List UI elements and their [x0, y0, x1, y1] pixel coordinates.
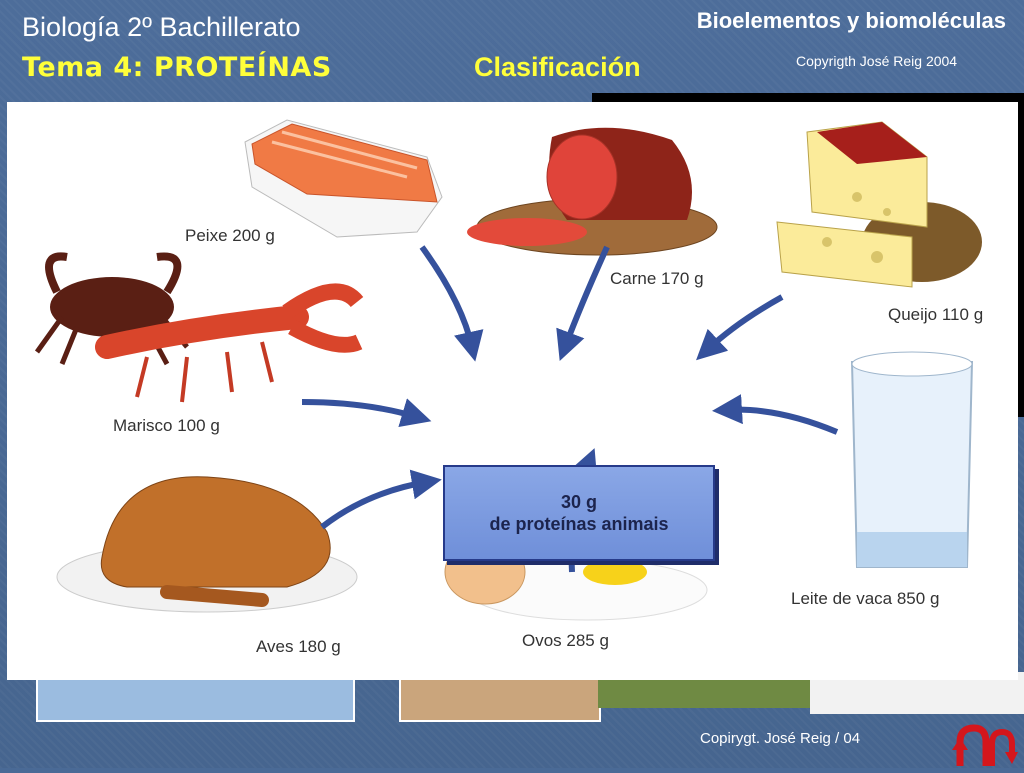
- label-cheese: Queijo 110 g: [888, 305, 984, 324]
- return-navigation-button[interactable]: [952, 724, 1018, 768]
- milk-glass-icon: [850, 351, 974, 568]
- crab-icon: [34, 252, 189, 366]
- protein-total-amount: 30 g: [560, 492, 598, 512]
- chicken-icon: [56, 476, 358, 613]
- topic-title: Bioelementos y biomoléculas: [696, 8, 1006, 33]
- copyright-note: Copyrigth José Reig 2004: [796, 53, 958, 69]
- label-poultry: Aves 180 g: [256, 637, 341, 656]
- protein-total-caption: de proteínas animais: [489, 514, 669, 534]
- lobster-icon: [95, 283, 364, 403]
- salmon-icon: [244, 119, 443, 238]
- lesson-title: Tema 4: PROTEÍNAS: [22, 52, 332, 83]
- label-milk: Leite de vaca 850 g: [791, 589, 940, 608]
- label-meat: Carne 170 g: [610, 269, 704, 288]
- meat-icon: [467, 127, 718, 256]
- label-seafood: Marisco 100 g: [113, 416, 220, 435]
- label-eggs: Ovos 285 g: [522, 631, 609, 650]
- background-photo-hands: [399, 672, 601, 722]
- protein-total-box: 30 g de proteínas animais: [443, 465, 715, 561]
- footer-copyright: Copirygt. José Reig / 04: [700, 730, 861, 747]
- protein-sources-figure: Peixe 200 g Carne 170 g Queijo 110 g Mar…: [7, 102, 1018, 680]
- course-title: Biología 2º Bachillerato: [22, 12, 301, 42]
- label-fish: Peixe 200 g: [185, 226, 275, 245]
- subtopic-title: Clasificación: [474, 52, 641, 82]
- cheese-icon: [776, 121, 982, 288]
- u-turn-arrows-icon: [952, 724, 1018, 766]
